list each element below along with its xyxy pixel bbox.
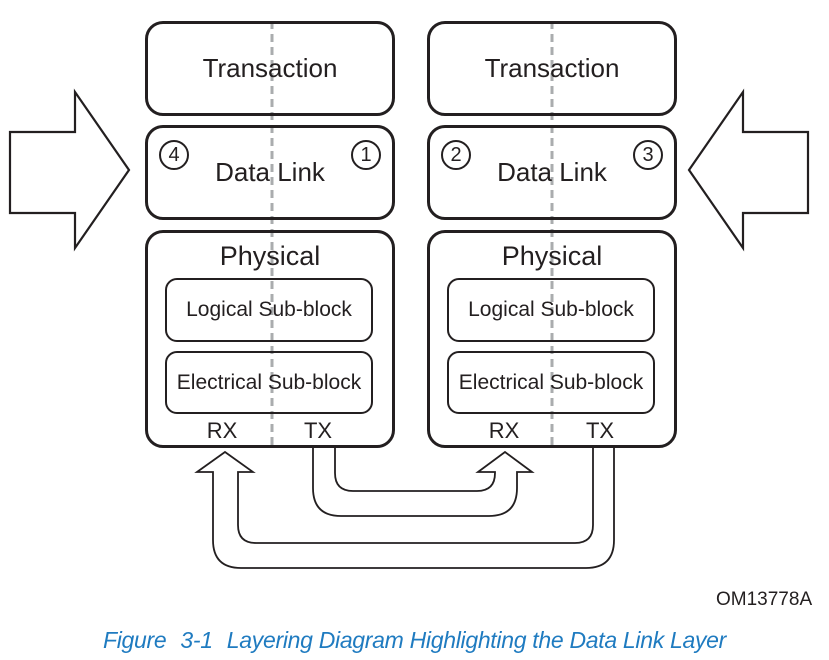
block-arrow-left-icon [687,88,810,252]
physical-label: Physical [501,241,603,271]
tx-to-rx-tube-arrow-lower-icon [194,448,615,569]
tx-port-label-left: TX [303,418,333,443]
artwork-part-number: OM13778A [716,589,813,610]
tx-port-label-right: TX [585,418,615,443]
data-link-label: Data Link [215,157,325,187]
step-badge-4: 4 [159,140,189,170]
transaction-layer-box-right: Transaction [427,21,677,116]
physical-layer-box-right: Physical Logical Sub-block Electrical Su… [427,230,677,448]
electrical-sub-block-right: Electrical Sub-block [447,351,655,414]
step-badge-2: 2 [441,140,471,170]
logical-sub-block-right: Logical Sub-block [447,278,655,342]
device-stack-right: Transaction 2 3 Data Link Physical Logic… [427,0,677,470]
data-link-layer-box-right: 2 3 Data Link [427,125,677,220]
figure-title: Layering Diagram Highlighting the Data L… [226,627,727,653]
data-link-layer-box-left: 4 1 Data Link [145,125,395,220]
rx-port-label-left: RX [206,418,238,443]
transaction-label: Transaction [202,53,338,83]
figure-caption: Figure 3-1 Layering Diagram Highlighting … [0,627,829,654]
physical-layer-box-left: Physical Logical Sub-block Electrical Su… [145,230,395,448]
transaction-layer-box-left: Transaction [145,21,395,116]
rx-port-label-right: RX [488,418,520,443]
logical-sub-block-left: Logical Sub-block [165,278,373,342]
tx-to-rx-tube-arrow-upper-icon [312,448,535,517]
step-badge-1: 1 [351,140,381,170]
transaction-label: Transaction [484,53,620,83]
data-link-label: Data Link [497,157,607,187]
step-badge-3: 3 [633,140,663,170]
physical-label: Physical [219,241,321,271]
electrical-sub-block-left: Electrical Sub-block [165,351,373,414]
block-arrow-right-icon [8,88,131,252]
device-stack-left: Transaction 4 1 Data Link Physical Logic… [145,0,395,470]
figure-number-label: Figure 3-1 [102,627,213,653]
